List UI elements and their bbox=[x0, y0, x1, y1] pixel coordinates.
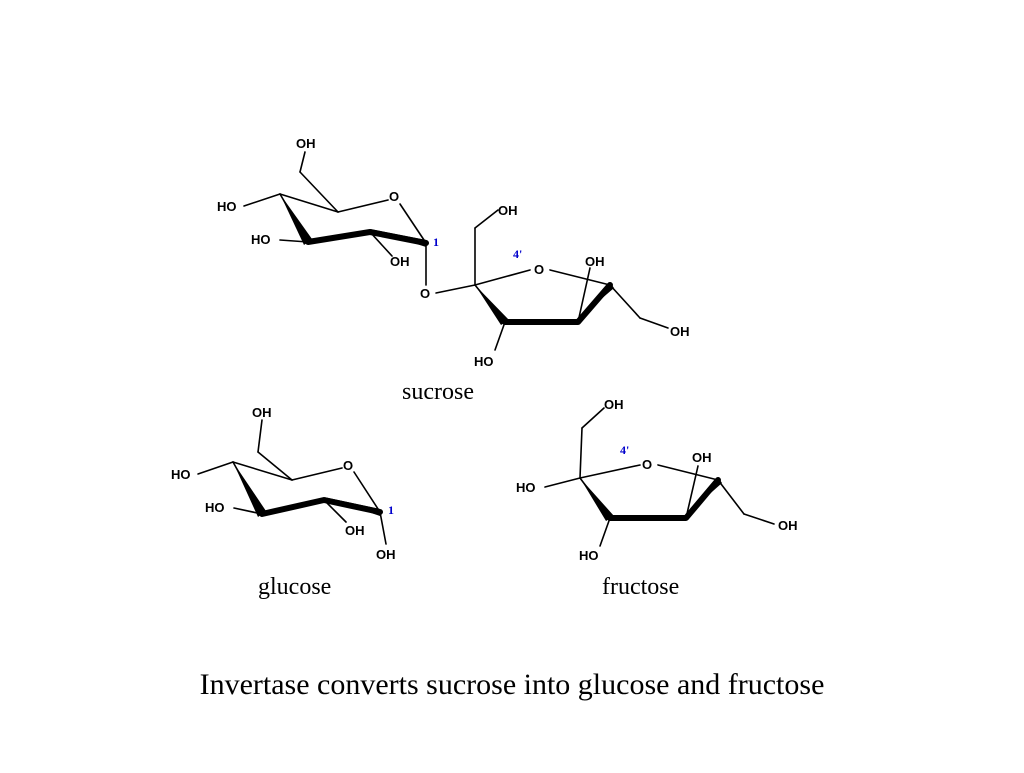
fructose-oh-c6: OH bbox=[778, 518, 798, 533]
sucrose-ring-o-fructose: O bbox=[534, 262, 544, 277]
sucrose-label: sucrose bbox=[402, 379, 474, 405]
sucrose-oh-c6: OH bbox=[296, 136, 316, 151]
sucrose-oh-c2: OH bbox=[390, 254, 410, 269]
sucrose-c1-label: 1 bbox=[433, 235, 439, 249]
glucose-label: glucose bbox=[258, 574, 331, 600]
glucose-oh-c2: OH bbox=[345, 523, 365, 538]
sucrose-ho-c3p: HO bbox=[474, 354, 494, 369]
glucose-ho-c3: HO bbox=[205, 500, 225, 515]
glucose-oh-c1: OH bbox=[376, 547, 396, 562]
fructose-oh-anomeric: OH bbox=[692, 450, 712, 465]
fructose-ho-c3: HO bbox=[579, 548, 599, 563]
fructose-c4p-label: 4' bbox=[620, 443, 629, 457]
glucose-oh-c6: OH bbox=[252, 405, 272, 420]
sucrose-oh-c6p: OH bbox=[670, 324, 690, 339]
fructose-label: fructose bbox=[602, 574, 679, 600]
fructose-ho-c2: HO bbox=[516, 480, 536, 495]
sucrose-oh-c4p: OH bbox=[585, 254, 605, 269]
fructose-structure: OH 4' O OH HO OH HO fructose bbox=[516, 397, 798, 600]
glucose-structure: OH HO HO OH O 1 OH glucose bbox=[171, 405, 396, 600]
glucose-ho-c4: HO bbox=[171, 467, 191, 482]
sucrose-glycosidic-o: O bbox=[420, 286, 430, 301]
glucose-c1-label: 1 bbox=[388, 503, 394, 517]
sucrose-c4p-label: 4' bbox=[513, 247, 522, 261]
sucrose-ho-c3: HO bbox=[251, 232, 271, 247]
sucrose-ho-c4: HO bbox=[217, 199, 237, 214]
sucrose-structure: OH HO HO OH O 1 O OH 4' O OH OH HO sucro… bbox=[217, 136, 690, 405]
sucrose-ring-o-glucose: O bbox=[389, 189, 399, 204]
fructose-oh-c1: OH bbox=[604, 397, 624, 412]
sucrose-oh-c1p: OH bbox=[498, 203, 518, 218]
fructose-ring-o: O bbox=[642, 457, 652, 472]
glucose-ring-o: O bbox=[343, 458, 353, 473]
caption: Invertase converts sucrose into glucose … bbox=[199, 668, 825, 701]
